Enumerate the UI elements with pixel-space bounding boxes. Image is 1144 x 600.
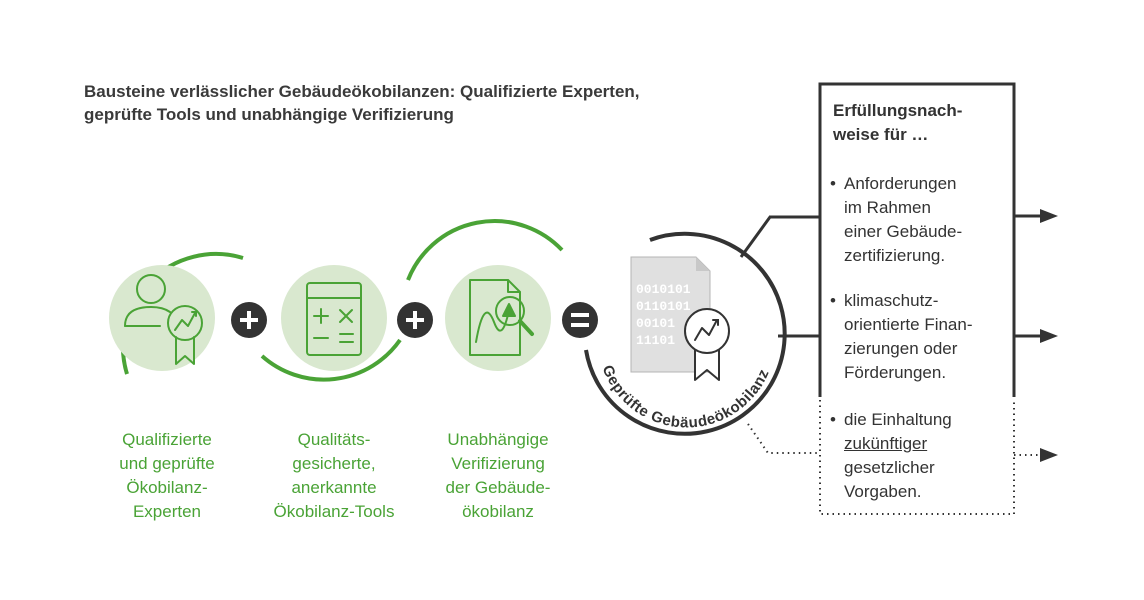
box-item-certification: Anforderungen im Rahmen einer Gebäude- z…	[830, 172, 1010, 268]
result-arc	[584, 231, 787, 436]
plus-operator-1	[231, 302, 267, 338]
block-3-arc	[406, 219, 564, 281]
box-heading-line-1: Erfüllungsnach-	[833, 101, 963, 120]
caption-verification-line-2: Verifizierung	[451, 454, 545, 473]
title-line-2: geprüfte Tools und unabhängige Verifizie…	[84, 105, 454, 124]
box-item-1-line-3: einer Gebäude-	[844, 222, 963, 241]
caption-experts-line-1: Qualifizierte	[122, 430, 212, 449]
title-line-1: Bausteine verlässlicher Gebäudeökobilanz…	[84, 82, 640, 101]
caption-verification-line-1: Unabhängige	[447, 430, 549, 449]
caption-verification: Unabhängige Verifizierung der Gebäude- ö…	[413, 428, 583, 524]
box-item-3-line-1: die Einhaltung	[830, 408, 1010, 432]
caption-tools: Qualitäts- gesicherte, anerkannte Ökobil…	[249, 428, 419, 524]
box-item-2-line-3: zierungen oder	[844, 339, 958, 358]
caption-experts-line-4: Experten	[132, 502, 202, 521]
box-item-3-underlined-word: zukünftiger	[844, 434, 928, 453]
caption-tools-line-3: anerkannte	[291, 478, 377, 497]
binary-line-1: 0010101	[636, 282, 691, 297]
box-item-3-line-3: gesetzlicher	[844, 458, 935, 477]
arrow-head-2	[1040, 329, 1058, 343]
diagram-title: Bausteine verlässlicher Gebäudeökobilanz…	[84, 80, 784, 126]
caption-tools-line-1: Qualitäts-	[297, 430, 371, 449]
arrow-head-1	[1040, 209, 1058, 223]
block-1-circle	[109, 265, 215, 371]
box-item-2-line-1: klimaschutz-	[830, 289, 1010, 313]
caption-tools-line-4: Ökobilanz-Tools	[273, 502, 395, 521]
caption-experts-line-3: Ökobilanz-	[126, 478, 208, 497]
box-item-financing: klimaschutz- orientierte Finan- zierunge…	[830, 289, 1010, 385]
box-item-1-line-2: im Rahmen	[844, 198, 931, 217]
box-heading: Erfüllungsnach- weise für …	[833, 99, 962, 147]
box-item-1-line-4: zertifizierung.	[844, 246, 946, 265]
document-magnifier-icon	[469, 279, 534, 356]
arrow-head-3	[1040, 448, 1058, 462]
caption-tools-line-2: gesicherte,	[292, 454, 376, 473]
expert-certificate-icon	[124, 274, 203, 365]
connector-top	[739, 216, 772, 258]
result-label: Geprüfte Gebäudeökobilanz	[599, 363, 773, 432]
binary-line-3: 00101	[636, 316, 675, 331]
binary-line-4: 11101	[636, 333, 675, 348]
caption-verification-line-3: der Gebäude-	[445, 478, 551, 497]
caption-experts: Qualifizierte und geprüfte Ökobilanz- Ex…	[82, 428, 252, 524]
calculator-icon	[306, 282, 362, 356]
equals-operator	[562, 302, 598, 338]
connector-dotted	[747, 423, 818, 454]
box-item-2-line-4: Förderungen.	[844, 363, 947, 382]
block-2-arc	[260, 338, 402, 382]
caption-experts-line-2: und geprüfte	[119, 454, 215, 473]
certificate-seal-icon	[684, 308, 730, 381]
box-item-1-line-1: Anforderungen	[830, 172, 1010, 196]
plus-operator-2	[397, 302, 433, 338]
binary-line-2: 0110101	[636, 299, 691, 314]
box-heading-line-2: weise für …	[833, 125, 929, 144]
caption-verification-line-4: ökobilanz	[462, 502, 534, 521]
requirements-box	[818, 82, 1016, 397]
box-item-regulations: die Einhaltung zukünftiger gesetzlicher …	[830, 408, 1010, 504]
box-item-3-line-4: Vorgaben.	[844, 482, 922, 501]
box-item-2-line-2: orientierte Finan-	[844, 315, 973, 334]
